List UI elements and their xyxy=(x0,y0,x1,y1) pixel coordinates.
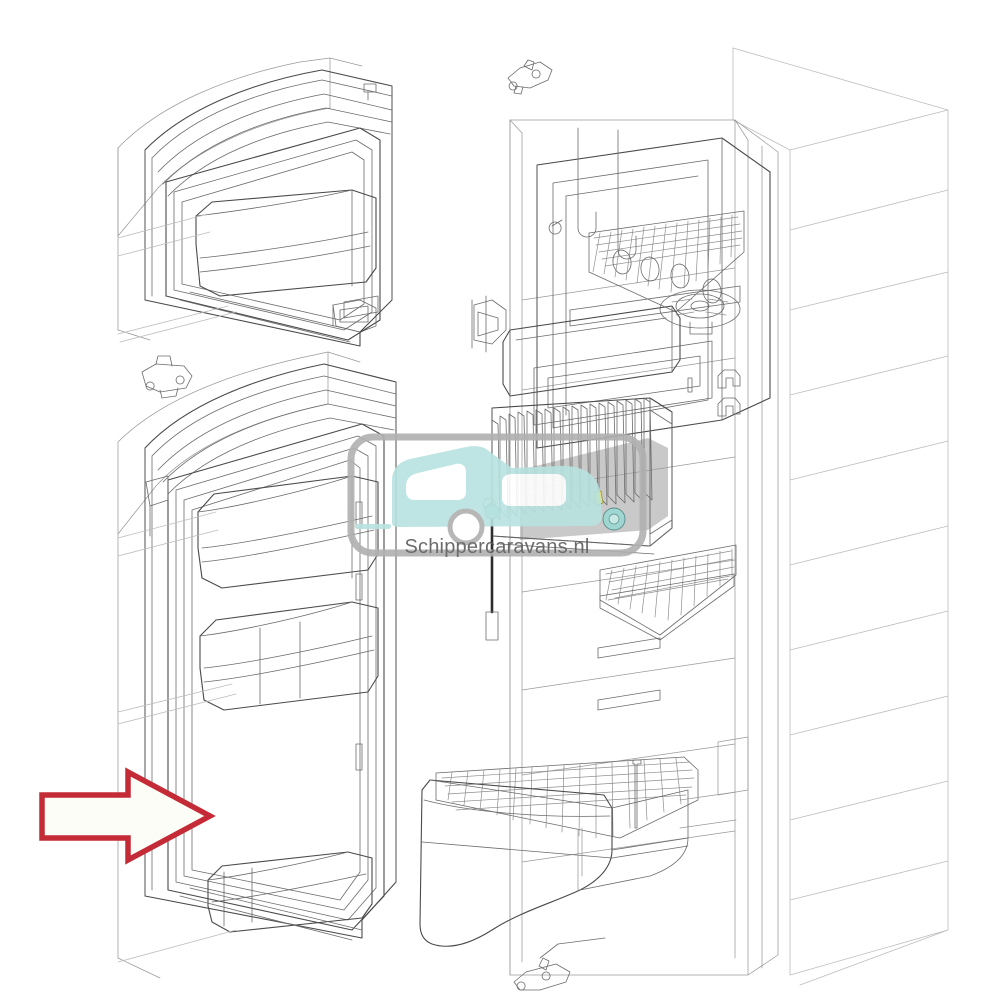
shelf-wire-upper xyxy=(599,544,737,641)
fridge-door-shelf-mid xyxy=(199,601,379,711)
watermark-frame xyxy=(347,433,647,557)
freezer-flap xyxy=(502,305,681,397)
fridge-door xyxy=(117,351,397,979)
caravan-silhouette xyxy=(355,446,602,546)
crisper-cover-grid xyxy=(435,756,699,839)
shelf-support-rails xyxy=(597,637,661,711)
rear-access-plate xyxy=(717,736,749,796)
crisper-drawer xyxy=(419,779,689,947)
crisper-assembly xyxy=(419,756,737,947)
highlight-arrow xyxy=(39,767,216,865)
evaporator-fan xyxy=(659,289,741,335)
freezer-wire-shelf xyxy=(588,210,745,313)
cabinet-left-hinge xyxy=(471,295,507,353)
freezer-door-shelf xyxy=(195,189,377,297)
freezer-compartment xyxy=(536,127,771,449)
cabinet-outer-shell xyxy=(732,47,949,986)
upper-hinge-bracket xyxy=(507,59,553,95)
lower-hinge-bracket xyxy=(513,937,606,991)
watermark: Schippercaravans.nl xyxy=(347,433,647,558)
freezer-door xyxy=(117,57,393,347)
shelf-support-clip xyxy=(717,369,741,417)
control-panel-strip xyxy=(533,340,741,426)
middle-hinge-bracket xyxy=(141,355,193,399)
watermark-text: Schippercaravans.nl xyxy=(404,536,589,558)
fridge-door-shelf-bottom xyxy=(207,851,373,933)
